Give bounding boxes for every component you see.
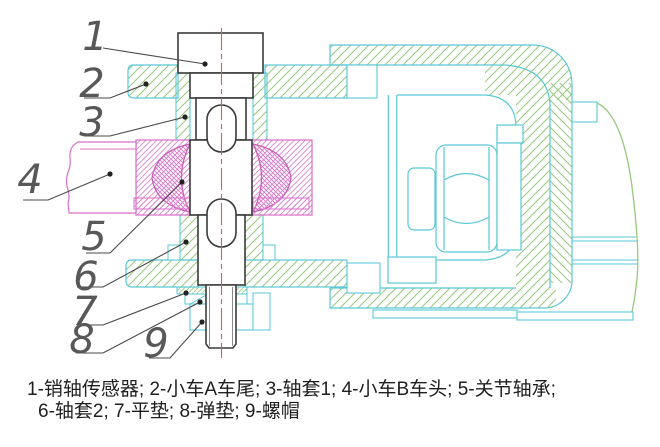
pin-sensor [177, 32, 264, 349]
callout-number-5: 5 [81, 214, 106, 260]
bushing-2 [167, 214, 276, 261]
callouts: 1 2 3 4 5 6 7 8 9 [17, 14, 168, 367]
legend-caption-line-2: 6-轴套2; 7-平垫; 8-弹垫; 9-螺帽 [38, 401, 300, 422]
spherical-bearing [133, 143, 310, 213]
callout-number-9: 9 [143, 321, 168, 367]
callout-number-8: 8 [69, 317, 94, 363]
car-b-side-profile [372, 101, 639, 321]
leader-dots [107, 61, 208, 325]
callout-number-4: 4 [17, 157, 42, 203]
callout-number-6: 6 [73, 254, 98, 300]
car-a-tail-bracket [329, 44, 573, 309]
car-a-plates [125, 64, 381, 294]
leader-lines [23, 47, 206, 359]
callout-number-2: 2 [79, 61, 104, 107]
callout-number-1: 1 [82, 14, 107, 60]
callout-number-3: 3 [79, 100, 104, 146]
callout-number-7: 7 [72, 289, 98, 335]
hex-bolt-side-view [387, 124, 524, 284]
legend-caption-line-1: 1-销轴传感器; 2-小车A车尾; 3-轴套1; 4-小车B车头; 5-关节轴承… [27, 379, 556, 400]
